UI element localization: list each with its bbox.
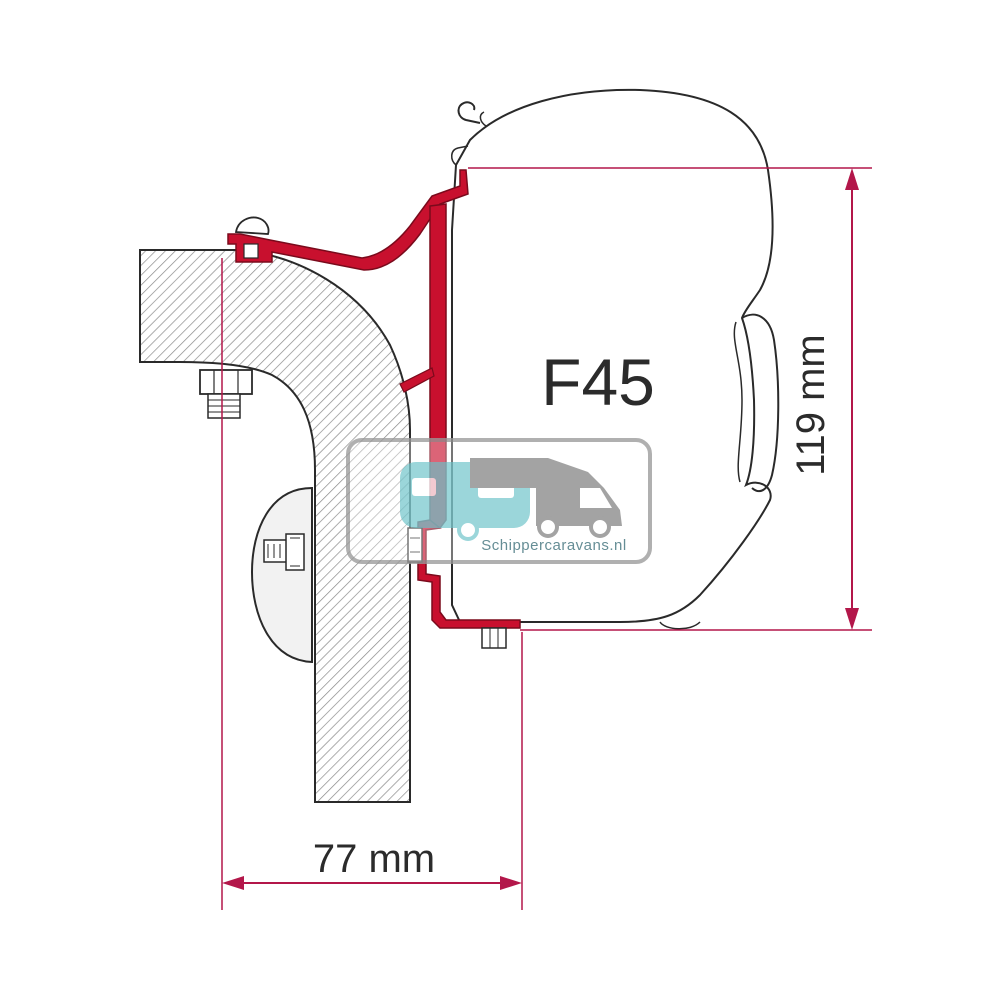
watermark-text: Schippercaravans.nl (481, 537, 626, 554)
wall-cross-section (139, 249, 411, 803)
height-arrow-top (845, 168, 859, 190)
awning-front-bar (741, 313, 780, 493)
width-arrow-right (500, 876, 522, 890)
width-dimension-label: 77 mm (313, 837, 435, 881)
awning-model-label: F45 (541, 345, 655, 419)
awning-housing (451, 88, 780, 630)
camper-logo-icon (470, 458, 622, 538)
height-dimension (468, 167, 872, 631)
roof-bolt-top (234, 216, 270, 259)
width-dimension (221, 258, 523, 910)
roof-bolt-nut (199, 369, 253, 419)
inner-mounting-plate (250, 486, 313, 664)
height-dimension-label: 119 mm (789, 334, 833, 476)
height-arrow-bottom (845, 608, 859, 630)
adapter-bracket (227, 169, 521, 629)
bracket-bottom-nut (481, 627, 507, 649)
awning-top-hook (457, 101, 481, 124)
width-arrow-left (222, 876, 244, 890)
watermark: Schippercaravans.nl (346, 438, 652, 564)
